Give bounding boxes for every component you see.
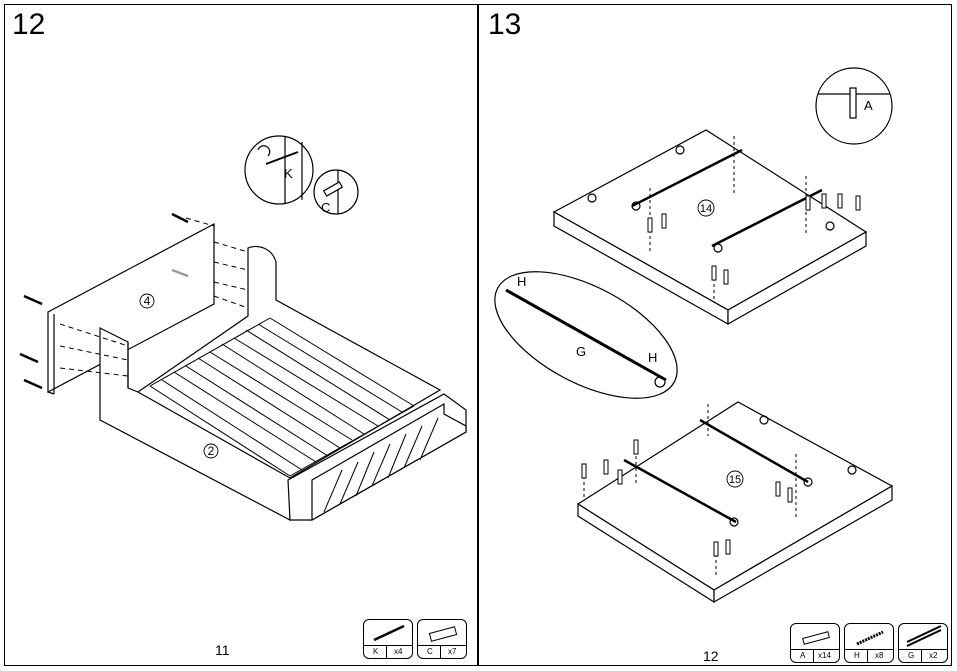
part-box-h: H x8 bbox=[844, 623, 894, 663]
rail-bottom-2 bbox=[623, 458, 737, 524]
step-number-12: 12 bbox=[12, 8, 46, 41]
hardware-letter-h-left: H bbox=[517, 274, 526, 289]
top-board bbox=[552, 129, 868, 311]
rail-g bbox=[505, 288, 667, 382]
step-number-13: 13 bbox=[488, 8, 522, 41]
hardware-letter-g: G bbox=[576, 344, 586, 359]
hardware-letter-k: K bbox=[284, 166, 293, 181]
hardware-letter-c: C bbox=[321, 200, 330, 215]
rail-top-2 bbox=[711, 188, 823, 248]
dowel-detail-circle bbox=[313, 169, 359, 215]
page-number-12: 12 bbox=[703, 648, 719, 664]
callout-14: 14 bbox=[700, 203, 712, 215]
bed-slats bbox=[149, 317, 415, 477]
footboard-slats bbox=[323, 417, 439, 513]
panel-divider bbox=[477, 4, 479, 666]
anchors bbox=[581, 193, 861, 557]
headboard-panel bbox=[47, 223, 215, 393]
hardware-letter-h-right: H bbox=[648, 350, 657, 365]
screw-icon bbox=[373, 624, 405, 642]
rail-bottom-1 bbox=[699, 418, 809, 484]
callout-2: 2 bbox=[208, 444, 215, 458]
hardware-letter-a: A bbox=[864, 98, 873, 113]
callout-4: 4 bbox=[144, 294, 151, 308]
callout-15: 15 bbox=[729, 474, 741, 486]
screw-icon bbox=[856, 630, 884, 646]
assembly-guides bbox=[59, 217, 249, 377]
anchor-icon bbox=[802, 631, 830, 645]
dowel-icon bbox=[428, 626, 458, 642]
part-box-c: C x7 bbox=[417, 619, 467, 659]
screws bbox=[19, 212, 189, 390]
part-box-g: G x2 bbox=[898, 623, 948, 663]
part-box-a: A x14 bbox=[790, 623, 840, 663]
part-box-k: K x4 bbox=[363, 619, 413, 659]
bottom-board bbox=[576, 401, 894, 591]
page-number-11: 11 bbox=[215, 642, 230, 658]
rail-icon bbox=[906, 625, 942, 647]
